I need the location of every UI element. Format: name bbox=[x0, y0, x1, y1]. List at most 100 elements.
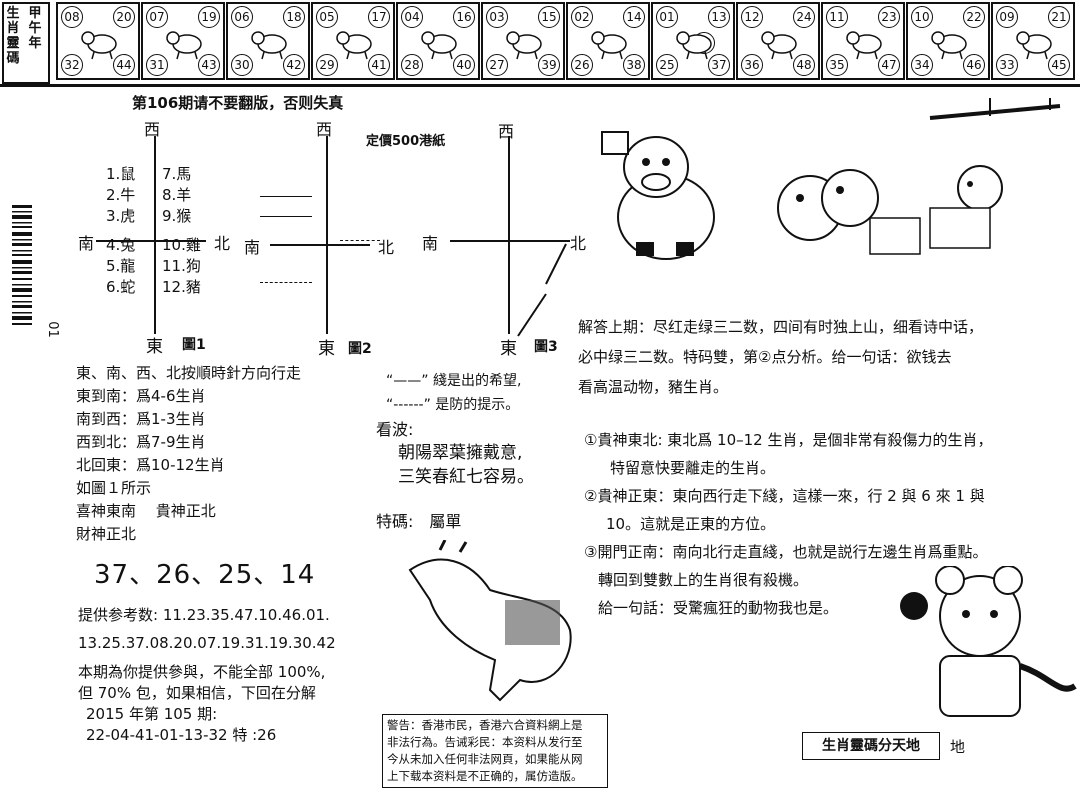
zodiac-number: 08 bbox=[61, 6, 83, 28]
rule-line: 財神正北 bbox=[76, 525, 137, 543]
list-item: 2.牛 bbox=[106, 186, 136, 204]
zodiac-number: 28 bbox=[401, 54, 423, 76]
bull-cartoon-icon bbox=[408, 540, 572, 702]
diagram-3: 西 南 北 東 圖3 bbox=[420, 112, 600, 362]
offer-line: 本期為你提供參與，不能全部 100%, bbox=[78, 663, 326, 681]
rooster-icon bbox=[846, 31, 882, 60]
analysis-line: 給一句話：受驚瘋狂的動物我也是。 bbox=[598, 599, 839, 617]
list-item: 9.猴 bbox=[162, 207, 192, 225]
analysis-line: ①貴神東北: 東北爲 10–12 生肖，是個非常有殺傷力的生肖， bbox=[584, 431, 993, 449]
zodiac-number: 07 bbox=[146, 6, 168, 28]
strip-title-col2: 甲午年 bbox=[28, 6, 42, 51]
zodiac-number: 20 bbox=[113, 6, 135, 28]
zodiac-number: 37 bbox=[708, 54, 730, 76]
monkey-icon bbox=[761, 31, 797, 60]
rule-line: 南到西：爲1-3生肖 bbox=[76, 410, 206, 428]
kanbo-label: 看波: bbox=[376, 420, 414, 439]
tema-label: 特碼: 屬單 bbox=[376, 512, 462, 531]
rule-line: 喜神東南 貴神正北 bbox=[76, 502, 216, 520]
reference-values: 11.23.35.47.10.46.01. bbox=[162, 606, 330, 624]
zodiac-cell: 12 24 36 48 bbox=[736, 2, 820, 80]
diagram2-south: 南 bbox=[244, 238, 261, 257]
zodiac-number: 24 bbox=[793, 6, 815, 28]
analysis-line: 轉回到雙數上的生肖很有殺機。 bbox=[598, 571, 809, 589]
rules-text: 東、南、西、北按順時針方向行走 東到南：爲4-6生肖 南到西：爲1-3生肖 西到… bbox=[76, 362, 301, 546]
barcode-icon bbox=[12, 205, 32, 325]
zodiac-number: 47 bbox=[878, 54, 900, 76]
zodiac-cell: 0113253749 bbox=[651, 2, 735, 80]
zodiac-number: 45 bbox=[1048, 54, 1070, 76]
zodiac-number: 03 bbox=[486, 6, 508, 28]
zodiac-number: 36 bbox=[741, 54, 763, 76]
ox-icon bbox=[166, 31, 202, 60]
zodiac-number: 10 bbox=[911, 6, 933, 28]
zodiac-number: 41 bbox=[368, 54, 390, 76]
rat-cartoon-icon bbox=[900, 566, 1077, 717]
zodiac-number: 34 bbox=[911, 54, 933, 76]
list-item: 1.鼠 bbox=[106, 165, 136, 183]
zodiac-number: 42 bbox=[283, 54, 305, 76]
zodiac-number: 25 bbox=[656, 54, 678, 76]
analysis-text: ①貴神東北: 東北爲 10–12 生肖，是個非常有殺傷力的生肖， 特留意快要離走… bbox=[584, 426, 1080, 622]
diagram-1: 西 南 北 東 圖1 1.鼠 2.牛 3.虎 4.兔 5.龍 6.蛇 7.馬 8… bbox=[70, 112, 250, 362]
zodiac-number: 40 bbox=[453, 54, 475, 76]
diagram2-north: 北 bbox=[378, 238, 395, 257]
zodiac-number: 15 bbox=[538, 6, 560, 28]
zodiac-number: 14 bbox=[623, 6, 645, 28]
zodiac-number: 18 bbox=[283, 6, 305, 28]
zodiac-number: 32 bbox=[61, 54, 83, 76]
warning-box: 警告：香港市民，香港六合資料網上是 非法行為。告诫彩民：本资料从发行至 今从未加… bbox=[382, 714, 608, 788]
zodiac-number: 43 bbox=[198, 54, 220, 76]
zodiac-number: 29 bbox=[316, 54, 338, 76]
tiger-icon bbox=[251, 31, 287, 60]
zodiac-cell: 08 20 32 44 bbox=[56, 2, 140, 80]
zodiac-number: 12 bbox=[741, 6, 763, 28]
rabbit-icon bbox=[336, 31, 372, 60]
list-item: 8.羊 bbox=[162, 186, 192, 204]
warning-line: 上下载本资料是不正确的，属仿造版。 bbox=[387, 769, 583, 783]
featured-numbers: 37、26、25、14 bbox=[94, 560, 316, 590]
reference-numbers-2: 13.25.37.08.20.07.19.31.19.30.42 bbox=[78, 634, 336, 652]
diagonal-line bbox=[517, 243, 567, 337]
zodiac-number: 39 bbox=[538, 54, 560, 76]
list-item: 7.馬 bbox=[162, 165, 192, 183]
zodiac-number: 04 bbox=[401, 6, 423, 28]
list-item: 11.狗 bbox=[162, 257, 201, 275]
zodiac-number: 09 bbox=[996, 6, 1018, 28]
legend-solid: “——” 綫是出的希望, bbox=[386, 373, 522, 389]
zodiac-number: 48 bbox=[793, 54, 815, 76]
zodiac-number: 26 bbox=[571, 54, 593, 76]
zodiac-number: 44 bbox=[113, 54, 135, 76]
zodiac-number: 19 bbox=[198, 6, 220, 28]
poem-line-2: 三笑春紅七容易。 bbox=[398, 467, 534, 487]
offer-text: 本期為你提供參與，不能全部 100%, 但 70% 包，如果相信，下回在分解 2… bbox=[78, 662, 325, 746]
diagram1-left-list: 1.鼠 2.牛 3.虎 4.兔 5.龍 6.蛇 bbox=[106, 164, 135, 298]
diagram3-north: 北 bbox=[570, 234, 587, 253]
zodiac-number: 21 bbox=[1048, 6, 1070, 28]
rule-line: 如圖１所示 bbox=[76, 479, 152, 497]
previous-period-result: 22-04-41-01-13-32 特 :26 bbox=[86, 726, 277, 744]
snake-icon bbox=[506, 31, 542, 60]
answer-text: 解答上期：尽红走绿三二数，四间有时独上山，细看诗中话， 必中绿三二数。特码雙，第… bbox=[578, 312, 1078, 402]
zodiac-number: 23 bbox=[878, 6, 900, 28]
horse-icon bbox=[591, 31, 627, 60]
diagram3-south: 南 bbox=[422, 234, 439, 253]
diagram2-west: 西 bbox=[316, 120, 333, 139]
analysis-line: ②貴神正東：東向西行走下綫，這樣一來，行 2 與 6 來 1 與 bbox=[584, 487, 985, 505]
zodiac-number: 13 bbox=[708, 6, 730, 28]
rule-line: 北回東：爲10-12生肖 bbox=[76, 456, 225, 474]
zodiac-number: 33 bbox=[996, 54, 1018, 76]
zodiac-number: 38 bbox=[623, 54, 645, 76]
warning-line: 非法行為。告诫彩民：本资料从发行至 bbox=[387, 735, 583, 749]
previous-period-label: 2015 年第 105 期: bbox=[86, 705, 218, 723]
zodiac-number: 06 bbox=[231, 6, 253, 28]
diagram2-east: 東 bbox=[318, 339, 335, 359]
legend-dashed: “------” 是防的提示。 bbox=[386, 397, 520, 413]
zodiac-number: 01 bbox=[656, 6, 678, 28]
footer-title-box: 生肖靈碼分天地 bbox=[802, 732, 940, 760]
diagram1-west: 西 bbox=[144, 120, 161, 139]
dog-icon bbox=[931, 31, 967, 60]
